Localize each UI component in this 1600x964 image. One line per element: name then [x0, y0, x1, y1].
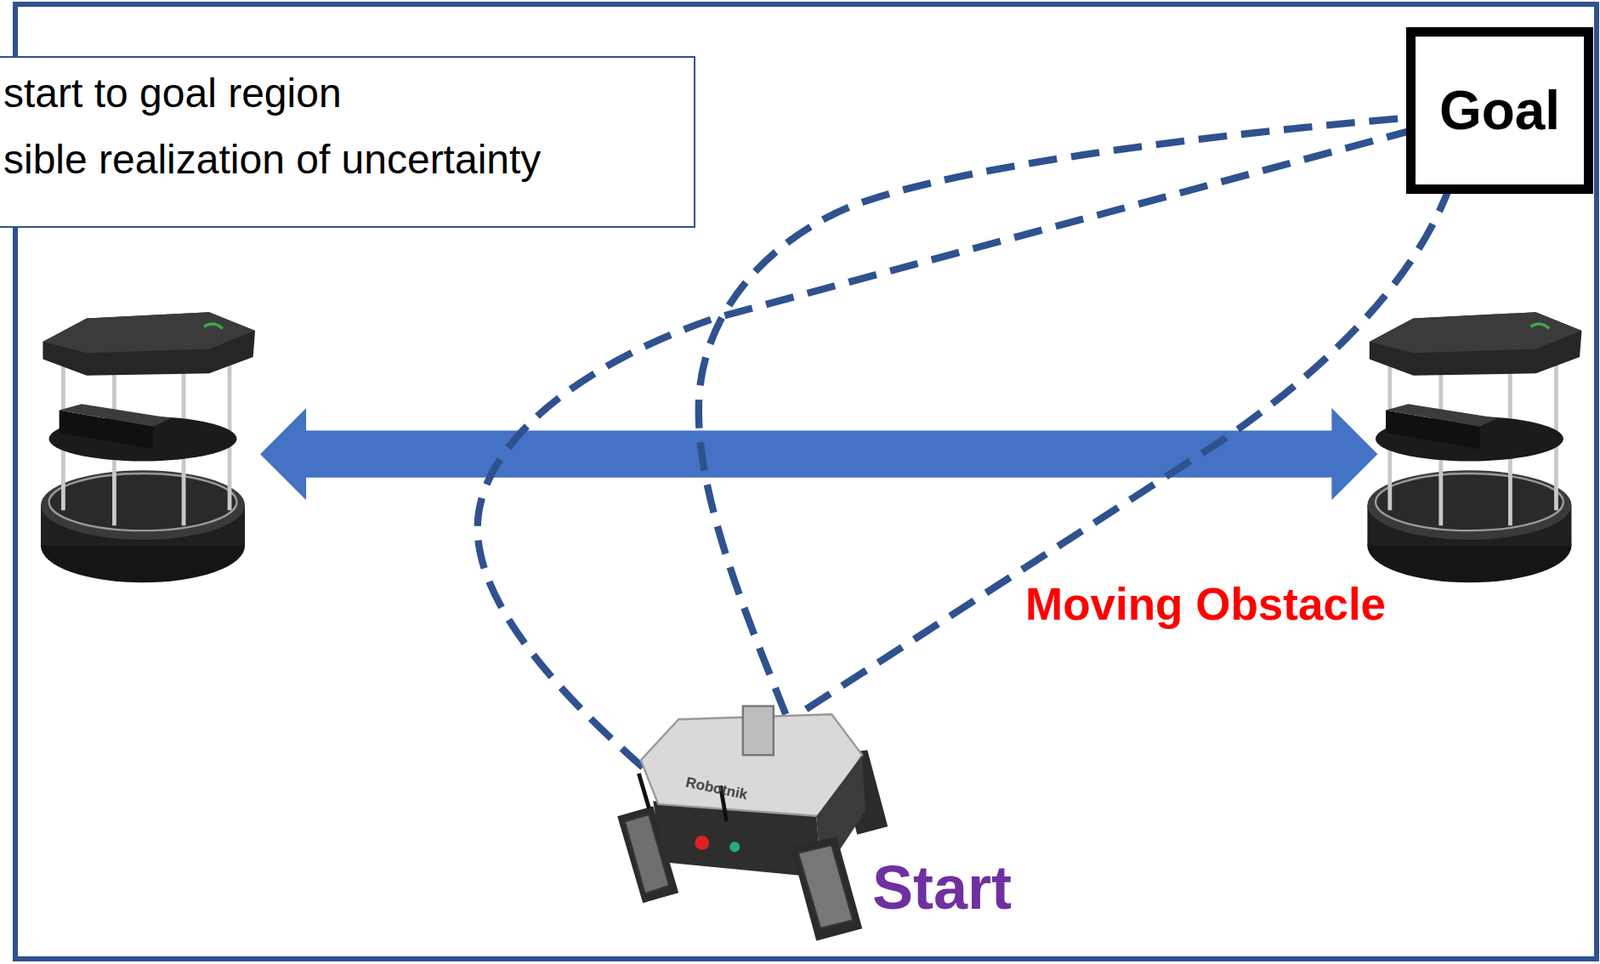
- robot-brand: Robotnik: [684, 774, 749, 805]
- node-text: Goal: [1439, 80, 1561, 141]
- turtlebot-robot-part: [42, 312, 256, 375]
- goal-box: Goal: [1406, 27, 1594, 194]
- trajectory-paths-part: [698, 113, 1450, 715]
- robotnik-robot-part: [638, 773, 649, 809]
- turtlebot-robot-part: [49, 473, 238, 531]
- turtlebot-robot-part: [42, 312, 256, 353]
- turtlebot-robot-part: [59, 403, 172, 426]
- turtlebot-robot-part: [1369, 312, 1583, 375]
- node-text: start to goal region: [3, 60, 676, 127]
- motion-arrow: [260, 408, 1378, 500]
- robotnik-robot-part: [729, 841, 740, 852]
- turtlebot-robot-part: [1367, 470, 1572, 540]
- robotnik-robot: [617, 706, 888, 942]
- turtlebot-robot-part: [1375, 473, 1564, 531]
- trajectory-paths-part: [805, 66, 1459, 710]
- robotnik-robot-part: [743, 706, 774, 756]
- robotnik-robot-part: [694, 835, 710, 851]
- obstacle-label: Moving Obstacle: [1025, 578, 1386, 630]
- turtlebot-robot-part: [1369, 312, 1583, 353]
- node-text: sible realization of uncertainty: [3, 126, 676, 193]
- turtlebot-robot: [40, 312, 256, 583]
- robotnik-robot-part: [790, 836, 863, 941]
- turtlebot-robot-part: [204, 323, 223, 329]
- legend-box: start to goal regionsible realization of…: [0, 56, 696, 228]
- start-label: Start: [872, 852, 1012, 923]
- turtlebot-robot: [1367, 312, 1582, 583]
- turtlebot-robot-part: [1385, 403, 1498, 426]
- turtlebot-robot-part: [40, 470, 245, 540]
- turtlebot-robot-part: [1530, 323, 1549, 329]
- robotnik-robot-part: [798, 845, 854, 929]
